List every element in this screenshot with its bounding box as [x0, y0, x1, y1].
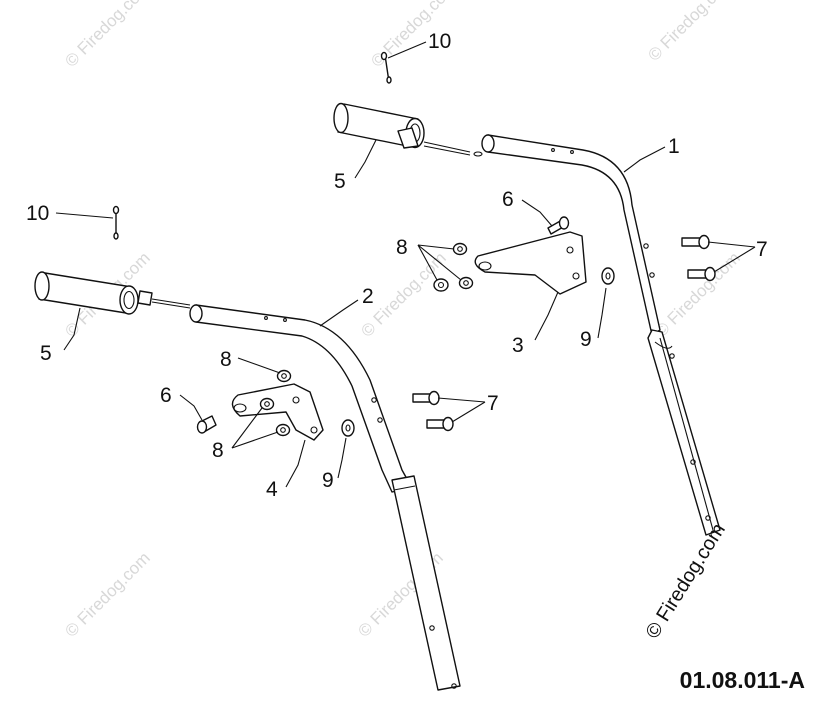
callout-1: 1	[668, 135, 680, 158]
watermark: © Firedog.com	[61, 548, 153, 640]
figure-code: 01.08.011-A	[680, 667, 805, 693]
callout-5-lower: 5	[40, 342, 52, 365]
washer-right	[601, 267, 615, 285]
lock-nut	[433, 278, 449, 292]
watermark-layer: © Firedog.com © Firedog.com © Firedog.co…	[61, 0, 743, 641]
callout-4: 4	[266, 478, 278, 501]
watermark: © Firedog.com	[61, 0, 153, 71]
callout-6-left: 6	[160, 384, 172, 407]
callout-labels: 1 2 3 4 5 5 6 6 7 7 8 8 8 9 9 10 10	[26, 30, 768, 501]
carriage-bolt	[426, 416, 454, 432]
callout-10-lower: 10	[26, 202, 49, 225]
carriage-bolt	[681, 234, 710, 250]
leader-lines	[55, 41, 756, 488]
callout-8-lower-left: 8	[212, 439, 224, 462]
callout-8-right: 8	[396, 236, 408, 259]
grip-lower	[34, 271, 191, 315]
carriage-bolt	[687, 266, 716, 282]
lock-nut	[276, 369, 292, 383]
bolt-right	[547, 216, 570, 235]
bolt-left	[196, 415, 217, 434]
callout-5-upper: 5	[334, 170, 346, 193]
callout-3: 3	[512, 334, 524, 357]
carriage-bolt	[412, 390, 440, 406]
watermark: © Firedog.com	[644, 0, 736, 65]
callout-7-right: 7	[756, 238, 768, 261]
handle-tube-left	[189, 304, 461, 691]
bracket-right	[474, 231, 587, 295]
pin-lower	[112, 205, 120, 240]
copyright-text: © Firedog.com	[642, 520, 730, 643]
callout-10-upper: 10	[428, 30, 451, 53]
lock-nut	[259, 397, 275, 411]
callout-7-left: 7	[487, 392, 499, 415]
callout-2: 2	[362, 285, 374, 308]
callout-9-right: 9	[580, 328, 592, 351]
callout-9-left: 9	[322, 469, 334, 492]
lock-nut	[458, 276, 474, 290]
washer-left	[341, 419, 355, 437]
handle-tube-right	[481, 134, 721, 536]
lock-nut	[452, 242, 468, 256]
callout-8-upper-left: 8	[220, 348, 232, 371]
lock-nut	[275, 423, 291, 437]
bracket-left	[231, 383, 324, 441]
pin-upper	[380, 51, 392, 84]
grip-upper	[333, 102, 483, 157]
callout-6-right: 6	[502, 188, 514, 211]
